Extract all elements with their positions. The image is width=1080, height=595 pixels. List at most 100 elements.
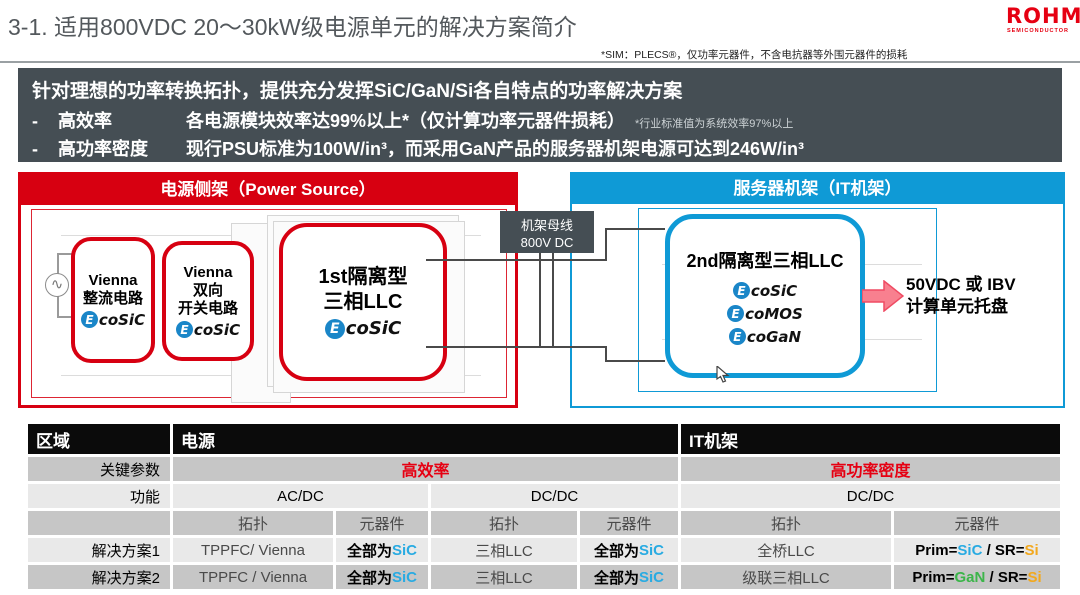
rohm-logo-subtitle: SEMICONDUCTOR xyxy=(1006,28,1070,34)
subheader-topology: 拓扑 xyxy=(173,511,333,535)
function-it-dcdc: DC/DC xyxy=(681,484,1060,508)
comp-prim-material: SiC xyxy=(957,541,983,559)
sol1-it-components: Prim=SiC / SR=Si xyxy=(894,538,1060,562)
solution-table: 区域 电源 IT机架 关键参数 高效率 高功率密度 功能 AC/DC DC/DC… xyxy=(28,424,1060,589)
bus-wire-top xyxy=(426,259,607,261)
comp-separator: / xyxy=(982,541,995,559)
function-acdc: AC/DC xyxy=(173,484,428,508)
comp-material: SiC xyxy=(639,541,665,559)
subheader-components: 元器件 xyxy=(336,511,428,535)
block-title: 三相LLC xyxy=(323,291,403,313)
comp-sr-material: Si xyxy=(1027,568,1042,586)
row-label-solution2: 解决方案2 xyxy=(28,565,170,589)
power-source-panel: 电源侧架（Power Source） ∿ Vienna 整流电路 E coSiC… xyxy=(18,172,518,408)
ac-source-icon: ∿ xyxy=(45,273,69,297)
block-title: 2nd隔离型三相LLC xyxy=(686,250,844,271)
block-2nd-isolated-llc: 2nd隔离型三相LLC E coSiC E coMOS E coGaN xyxy=(665,214,865,378)
ecosic-logo: E coSiC xyxy=(175,320,241,339)
eco-logo-text: coSiC xyxy=(98,310,146,329)
eco-logo-text: coSiC xyxy=(750,281,798,300)
block-title: 整流电路 xyxy=(82,289,143,307)
block-vienna-bidirectional: Vienna 双向 开关电路 E coSiC xyxy=(162,241,254,361)
rack-bus-voltage: 800V DC xyxy=(520,234,574,250)
ecosic-logo: E coSiC xyxy=(324,318,401,339)
output-line1: 50VDC 或 IBV xyxy=(906,275,1016,294)
comp-material: SiC xyxy=(639,568,665,586)
bus-wire-vertical xyxy=(539,253,541,348)
summary-panel: 针对理想的功率转换拓扑，提供充分发挥SiC/GaN/Si各自特点的功率解决方案 … xyxy=(18,68,1062,162)
block-title: Vienna xyxy=(88,271,138,289)
bullet-label: 高功率密度 xyxy=(58,139,148,159)
bus-wire-bottom xyxy=(426,346,607,348)
sol2-acdc-topology: TPPFC / Vienna xyxy=(173,565,333,589)
eco-circle-icon: E xyxy=(727,305,745,322)
summary-bullet-density: - 高功率密度 现行PSU标准为100W/in³，而采用GaN产品的服务器机架电… xyxy=(32,135,1048,161)
sol1-acdc-topology: TPPFC/ Vienna xyxy=(173,538,333,562)
comp-material: SiC xyxy=(392,568,418,586)
eco-circle-icon: E xyxy=(175,321,193,338)
comp-sr-material: Si xyxy=(1024,541,1039,559)
comp-sr-label: SR= xyxy=(997,568,1028,586)
comp-prefix: 全部为 xyxy=(346,542,392,560)
comp-prim-material: GaN xyxy=(954,568,986,586)
subheader-topology: 拓扑 xyxy=(681,511,891,535)
subheader-components: 元器件 xyxy=(894,511,1060,535)
key-param-it: 高功率密度 xyxy=(681,457,1060,481)
table-header-power: 电源 xyxy=(173,424,678,454)
row-label-empty xyxy=(28,511,170,535)
subheader-topology: 拓扑 xyxy=(431,511,577,535)
comp-sr-label: SR= xyxy=(994,541,1025,559)
row-label-key-params: 关键参数 xyxy=(28,457,170,481)
it-rack-panel-title: 服务器机架（IT机架） xyxy=(572,174,1063,204)
bullet-text: 现行PSU标准为100W/in³，而采用GaN产品的服务器机架电源可达到246W… xyxy=(186,139,805,159)
power-source-panel-title: 电源侧架（Power Source） xyxy=(21,175,515,205)
eco-circle-icon: E xyxy=(732,282,750,299)
mouse-cursor-icon xyxy=(716,366,730,383)
comp-material: SiC xyxy=(392,541,418,559)
eco-logo-text: coGaN xyxy=(746,327,802,346)
rack-bus-label: 机架母线 xyxy=(520,217,573,233)
sol2-dcdc-topology: 三相LLC xyxy=(431,565,577,589)
table-header-it: IT机架 xyxy=(681,424,1060,454)
subheader-components: 元器件 xyxy=(580,511,678,535)
eco-logo-text: coSiC xyxy=(193,320,241,339)
eco-logo-text: coMOS xyxy=(745,304,803,323)
output-label: 50VDC 或 IBV 计算单元托盘 xyxy=(906,274,1016,318)
bus-wire-step xyxy=(605,228,607,261)
block-title: 双向 xyxy=(192,281,223,299)
sol1-it-topology: 全桥LLC xyxy=(681,538,891,562)
ecogan-logo: E coGaN xyxy=(728,327,802,346)
bullet-dash: - xyxy=(32,111,38,131)
ecosic-logo: E coSiC xyxy=(732,281,798,300)
table-header-region: 区域 xyxy=(28,424,170,454)
bus-wire-vertical xyxy=(552,253,554,348)
eco-circle-icon: E xyxy=(80,311,98,328)
comp-prim-label: Prim= xyxy=(912,568,955,586)
bullet-dash: - xyxy=(32,139,38,159)
sol2-it-topology: 级联三相LLC xyxy=(681,565,891,589)
ecosic-logo: E coSiC xyxy=(80,310,146,329)
summary-headline: 针对理想的功率转换拓扑，提供充分发挥SiC/GaN/Si各自特点的功率解决方案 xyxy=(32,81,683,102)
block-title: 1st隔离型 xyxy=(318,266,408,288)
comp-separator: / xyxy=(985,568,998,586)
ecomos-logo: E coMOS xyxy=(727,305,803,323)
comp-prim-label: Prim= xyxy=(915,541,958,559)
comp-prefix: 全部为 xyxy=(593,542,639,560)
bus-wire-step xyxy=(605,346,607,362)
it-schematic-frame xyxy=(638,208,937,392)
ac-wire xyxy=(57,253,73,255)
bullet-label: 高效率 xyxy=(58,111,112,131)
function-dcdc: DC/DC xyxy=(431,484,678,508)
simulation-footnote: *SIM：PLECS®，仅功率元器件，不含电抗器等外围元器件的损耗 xyxy=(601,49,908,61)
title-divider xyxy=(0,61,1080,63)
rohm-logo: ROHM SEMICONDUCTOR xyxy=(1006,4,1080,52)
bus-wire-bottom-right xyxy=(605,360,665,362)
rohm-logo-word: ROHM xyxy=(1006,4,1080,28)
sol2-it-components: Prim=GaN / SR=Si xyxy=(894,565,1060,589)
row-label-function: 功能 xyxy=(28,484,170,508)
bullet-text: 各电源模块效率达99%以上*（仅计算功率元器件损耗） xyxy=(186,111,626,131)
